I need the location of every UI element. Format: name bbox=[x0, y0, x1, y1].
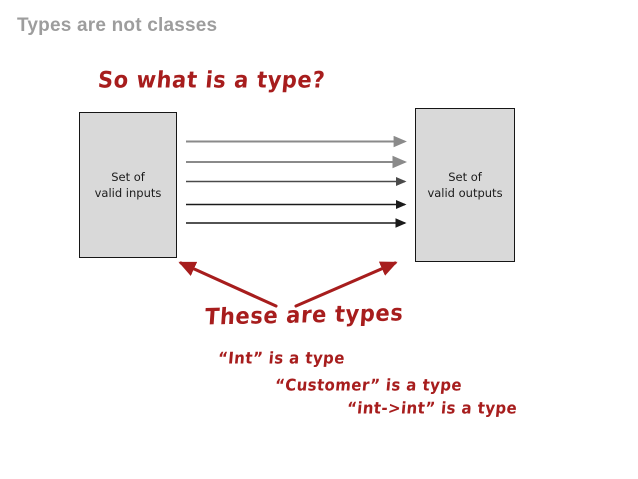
annotation-example-customer: “Customer” is a type bbox=[274, 375, 463, 395]
output-box-label: Set of valid outputs bbox=[427, 170, 503, 200]
annotation-example-int: “Int” is a type bbox=[217, 348, 346, 368]
pointer-arrow-to-input-box bbox=[178, 261, 278, 308]
set-of-valid-inputs-box: Set of valid inputs bbox=[79, 112, 177, 258]
input-box-label: Set of valid inputs bbox=[94, 170, 162, 200]
annotation-question: So what is a type? bbox=[96, 67, 327, 93]
set-of-valid-outputs-box: Set of valid outputs bbox=[415, 108, 515, 262]
annotation-these-are-types: These are types bbox=[204, 299, 405, 330]
page-title: Types are not classes bbox=[17, 15, 218, 36]
annotation-example-int-to-int: “int->int” is a type bbox=[346, 398, 519, 418]
